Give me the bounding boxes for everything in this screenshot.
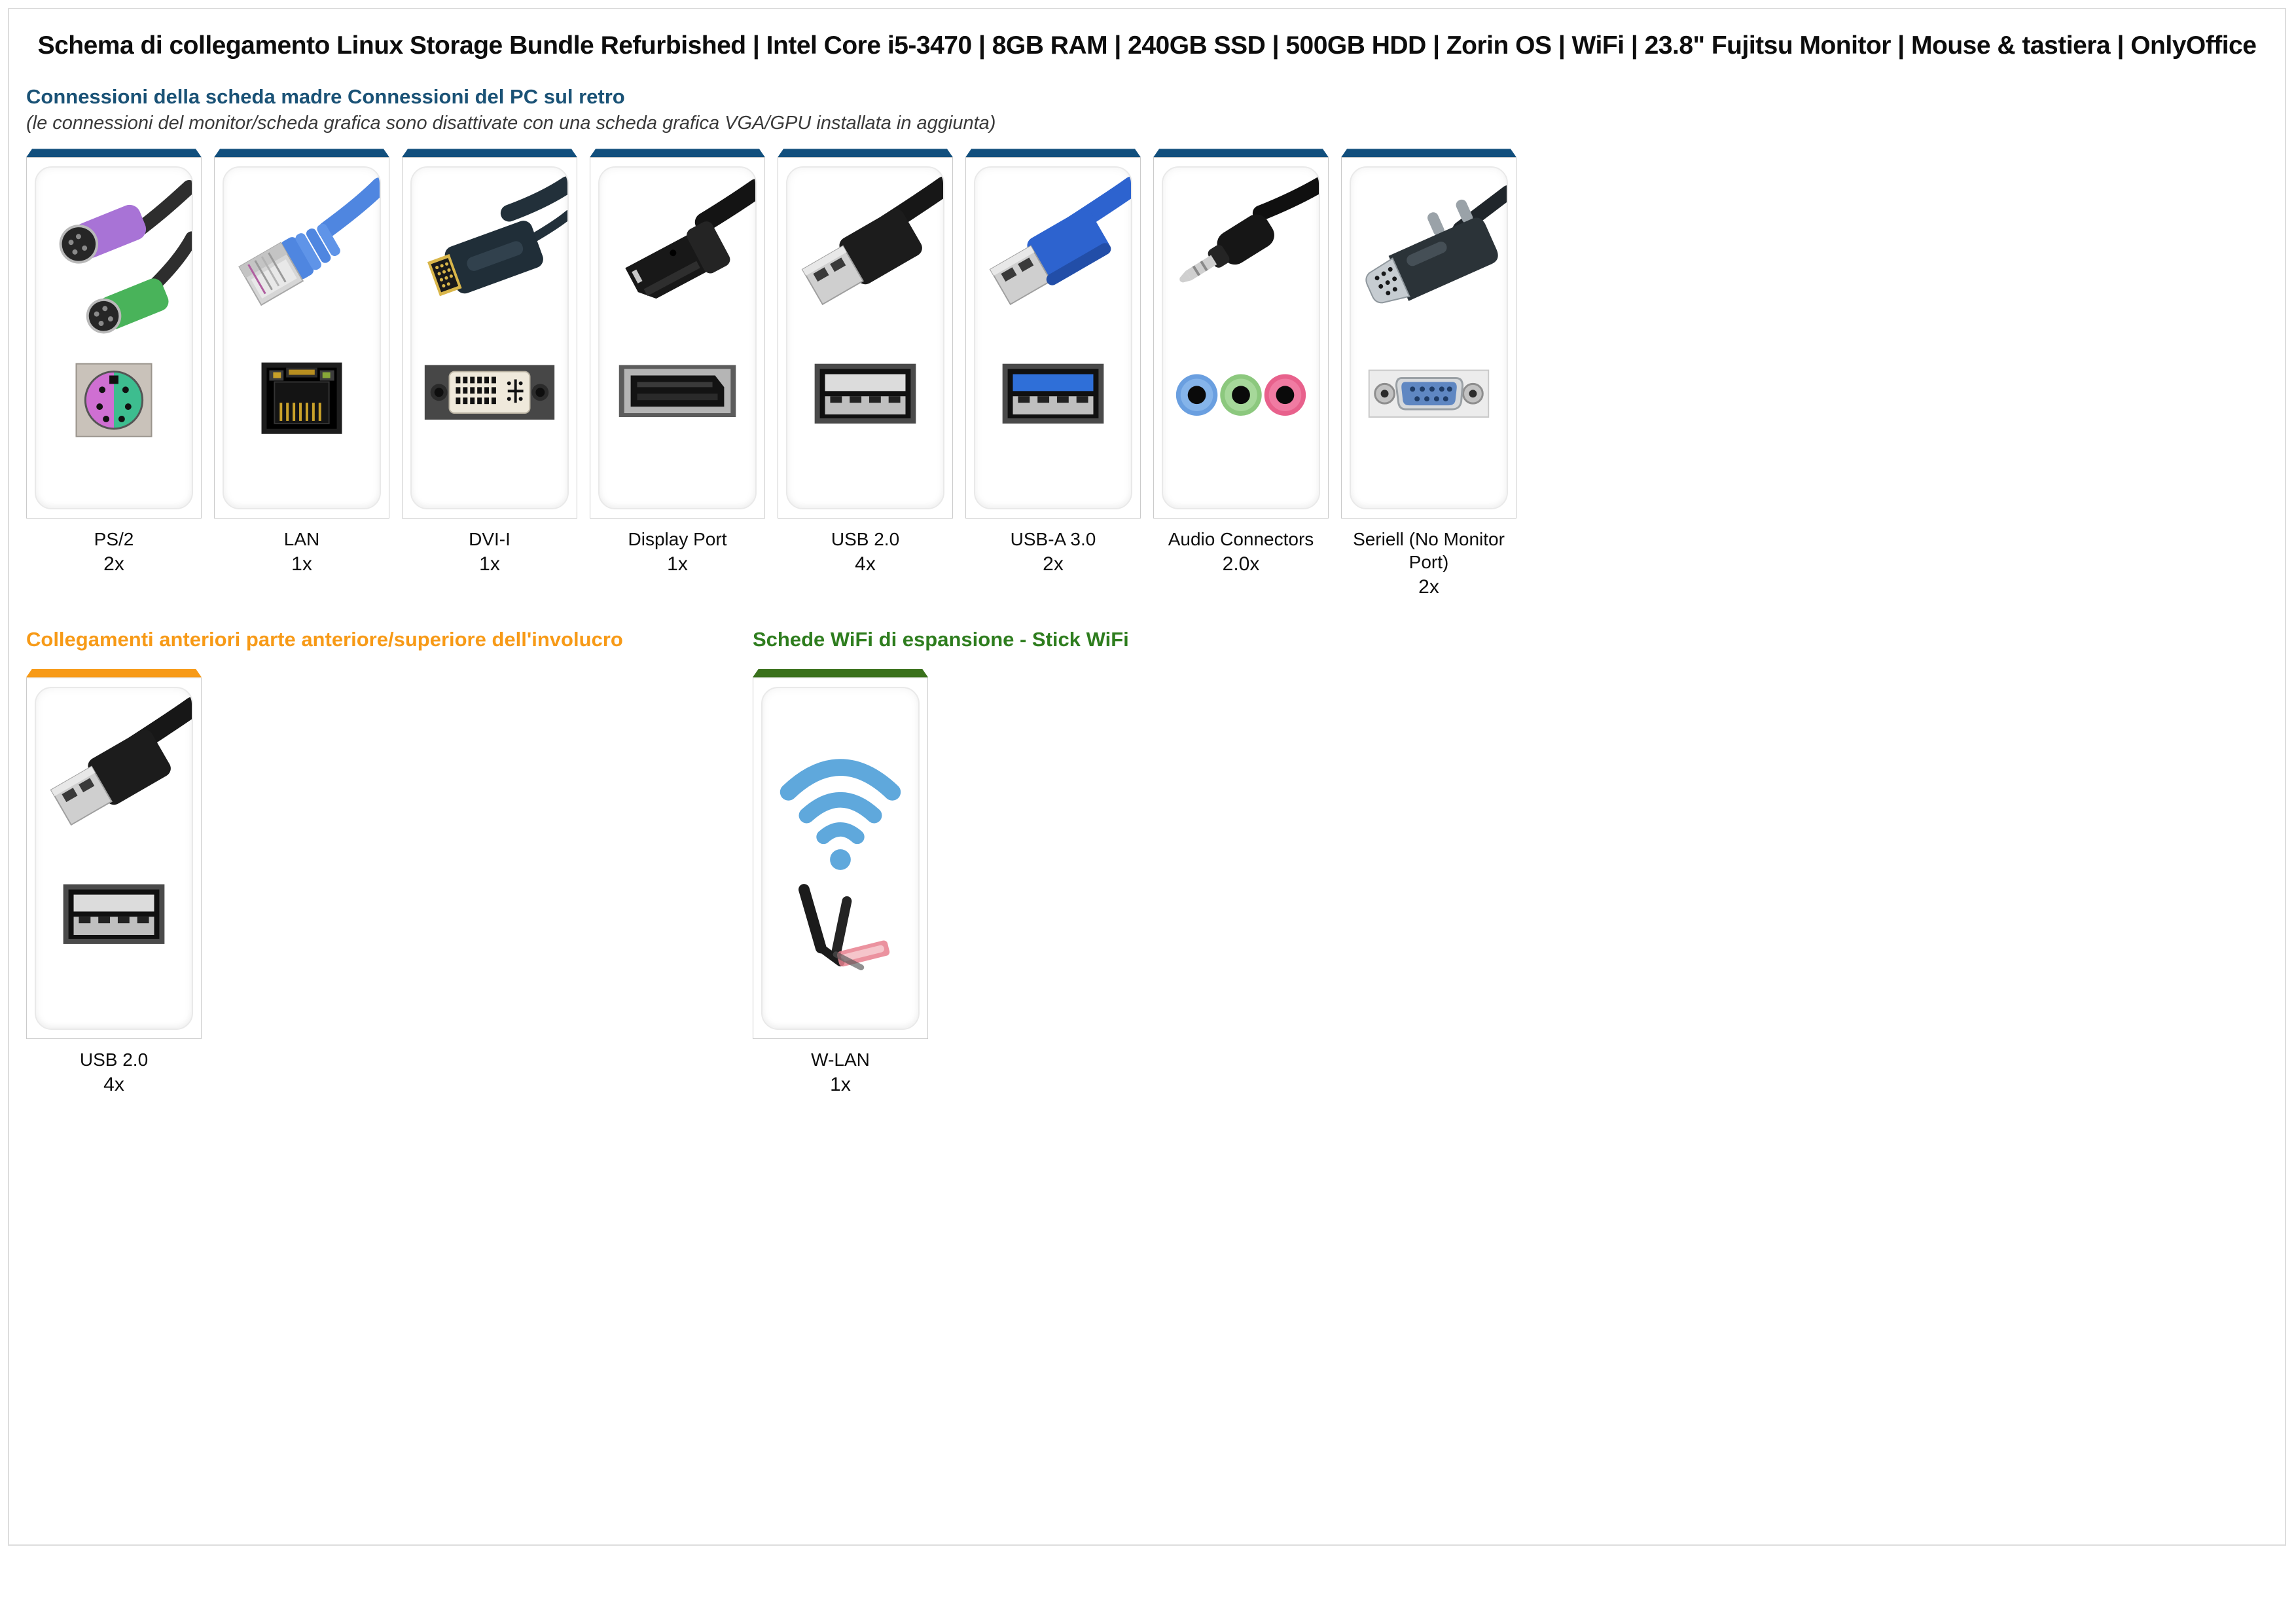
card-image-frame xyxy=(753,677,928,1039)
card-photo xyxy=(223,166,381,510)
card-accent-bar xyxy=(214,149,389,157)
connector-label: Seriell (No Monitor Port) xyxy=(1353,529,1505,573)
card-photo xyxy=(1350,166,1508,510)
card-dvi: DVI-I 1x xyxy=(402,149,577,575)
connector-count: 4x xyxy=(103,1073,124,1095)
connector-count: 2.0x xyxy=(1222,553,1260,575)
connector-label: LAN xyxy=(283,529,320,550)
card-image-frame xyxy=(214,157,389,519)
connector-count: 2x xyxy=(1043,553,1064,575)
connector-label: USB 2.0 xyxy=(79,1049,149,1070)
connector-count: 1x xyxy=(291,553,312,575)
connector-label: USB 2.0 xyxy=(831,529,900,550)
rear-connections-note: (le connessioni del monitor/scheda grafi… xyxy=(26,112,996,134)
card-accent-bar xyxy=(26,149,202,157)
connector-count: 2x xyxy=(1418,576,1439,598)
connector-count: 4x xyxy=(855,553,876,575)
usb3-connector-icon xyxy=(975,168,1131,508)
connector-count: 1x xyxy=(479,553,500,575)
card-usb3: USB-A 3.0 2x xyxy=(965,149,1141,575)
card-accent-bar xyxy=(26,669,202,678)
front-connections-section: Collegamenti anteriori parte anteriore/s… xyxy=(26,627,753,1095)
connector-label: W-LAN xyxy=(811,1049,870,1070)
card-accent-bar xyxy=(1153,149,1329,157)
connector-label: Audio Connectors xyxy=(1168,529,1314,550)
card-image-frame xyxy=(590,157,765,519)
connector-count: 1x xyxy=(667,553,688,575)
card-ps2: PS/2 2x xyxy=(26,149,202,575)
connector-count: 1x xyxy=(830,1073,851,1095)
card-photo xyxy=(1162,166,1320,510)
ps2-connector-icon xyxy=(36,168,192,508)
card-photo xyxy=(786,166,944,510)
card-image-frame xyxy=(1341,157,1516,519)
card-photo xyxy=(35,686,193,1030)
card-image-frame xyxy=(965,157,1141,519)
lan-connector-icon xyxy=(224,168,380,508)
rear-connections-row: PS/2 2x LAN 1x xyxy=(26,149,2268,598)
connector-label: DVI-I xyxy=(469,529,511,550)
card-serial: Seriell (No Monitor Port) 2x xyxy=(1341,149,1516,598)
front-connections-heading: Collegamenti anteriori parte anteriore/s… xyxy=(26,628,623,651)
card-photo xyxy=(410,166,569,510)
card-displayport: Display Port 1x xyxy=(590,149,765,575)
card-accent-bar xyxy=(778,149,953,157)
card-accent-bar xyxy=(590,149,765,157)
wifi-expansion-heading: Schede WiFi di espansione - Stick WiFi xyxy=(753,628,1129,651)
connector-label: Display Port xyxy=(628,529,727,550)
card-front-usb2: USB 2.0 4x xyxy=(26,669,202,1096)
connector-label: PS/2 xyxy=(94,529,134,550)
connector-count: 2x xyxy=(103,553,124,575)
wlan-stick-icon xyxy=(762,688,918,1029)
usb2-connector-icon xyxy=(787,168,943,508)
card-image-frame xyxy=(778,157,953,519)
card-audio: Audio Connectors 2.0x xyxy=(1153,149,1329,575)
card-photo xyxy=(598,166,757,510)
connector-label: USB-A 3.0 xyxy=(1010,529,1096,550)
serial-connector-icon xyxy=(1351,168,1507,508)
schema-page: Schema di collegamento Linux Storage Bun… xyxy=(8,8,2286,1546)
usb2-connector-icon xyxy=(36,688,192,1029)
card-accent-bar xyxy=(1341,149,1516,157)
card-accent-bar xyxy=(753,669,928,678)
card-wlan: W-LAN 1x xyxy=(753,669,928,1096)
audio-connector-icon xyxy=(1163,168,1319,508)
card-photo xyxy=(974,166,1132,510)
bottom-sections: Collegamenti anteriori parte anteriore/s… xyxy=(26,627,2268,1095)
card-image-frame xyxy=(402,157,577,519)
card-image-frame xyxy=(26,157,202,519)
wifi-expansion-section: Schede WiFi di espansione - Stick WiFi W… xyxy=(753,627,2268,1095)
rear-connections-heading: Connessioni della scheda madre Connessio… xyxy=(26,85,625,109)
card-lan: LAN 1x xyxy=(214,149,389,575)
page-title: Schema di collegamento Linux Storage Bun… xyxy=(37,31,2257,60)
card-image-frame xyxy=(1153,157,1329,519)
displayport-connector-icon xyxy=(600,168,755,508)
card-photo xyxy=(761,686,920,1030)
card-usb2: USB 2.0 4x xyxy=(778,149,953,575)
card-accent-bar xyxy=(402,149,577,157)
dvi-connector-icon xyxy=(412,168,567,508)
card-image-frame xyxy=(26,677,202,1039)
card-photo xyxy=(35,166,193,510)
card-accent-bar xyxy=(965,149,1141,157)
